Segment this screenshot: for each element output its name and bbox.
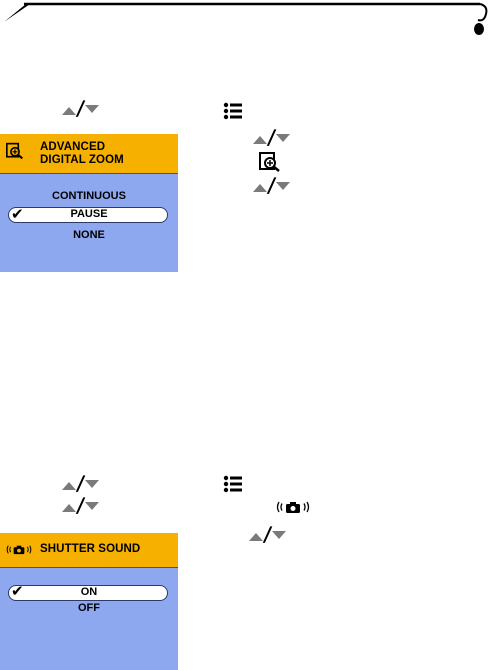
- lcd-body: ✔ ON OFF: [0, 567, 178, 670]
- checkmark-icon: ✔: [11, 582, 24, 600]
- advanced-digital-zoom-icon: [6, 142, 24, 160]
- menu-option-on[interactable]: ON: [80, 586, 98, 598]
- up-down-arrows-icon: /: [62, 96, 100, 120]
- selected-option-highlight: [8, 585, 168, 601]
- lcd-body: ✔ CONTINUOUS PAUSE NONE: [0, 173, 178, 272]
- lcd-header: ADVANCED DIGITAL ZOOM: [0, 134, 178, 173]
- up-down-arrows-icon: /: [249, 522, 287, 546]
- shutter-sound-icon: [6, 545, 32, 555]
- checkmark-icon: ✔: [11, 205, 24, 223]
- menu-list-icon: [223, 475, 242, 493]
- header-curl-end: [477, 3, 488, 22]
- header-rule: [4, 2, 488, 35]
- up-down-arrows-icon: /: [253, 173, 291, 197]
- menu-list-icon: [223, 102, 242, 120]
- lcd-advanced-digital-zoom: ADVANCED DIGITAL ZOOM ✔ CONTINUOUS PAUSE…: [0, 134, 178, 272]
- menu-option-none[interactable]: NONE: [73, 229, 105, 241]
- shutter-sound-icon: [276, 501, 310, 513]
- lcd-title-line2: DIGITAL ZOOM: [40, 154, 124, 166]
- menu-option-pause[interactable]: PAUSE: [70, 208, 108, 220]
- menu-option-off[interactable]: OFF: [78, 602, 100, 614]
- lcd-header: SHUTTER SOUND: [0, 533, 178, 567]
- advanced-digital-zoom-icon: [259, 152, 280, 172]
- selected-option-highlight: [8, 207, 168, 223]
- menu-option-continuous[interactable]: CONTINUOUS: [52, 190, 126, 202]
- page-curl-icon: [4, 4, 30, 22]
- up-down-arrows-icon: /: [253, 125, 291, 149]
- page-dot-icon: [474, 23, 484, 35]
- lcd-shutter-sound: SHUTTER SOUND ✔ ON OFF: [0, 533, 178, 670]
- lcd-title: SHUTTER SOUND: [40, 543, 141, 555]
- lcd-title-line1: ADVANCED: [40, 141, 106, 153]
- up-down-arrows-icon: /: [62, 471, 100, 495]
- up-down-arrows-icon: /: [62, 493, 100, 517]
